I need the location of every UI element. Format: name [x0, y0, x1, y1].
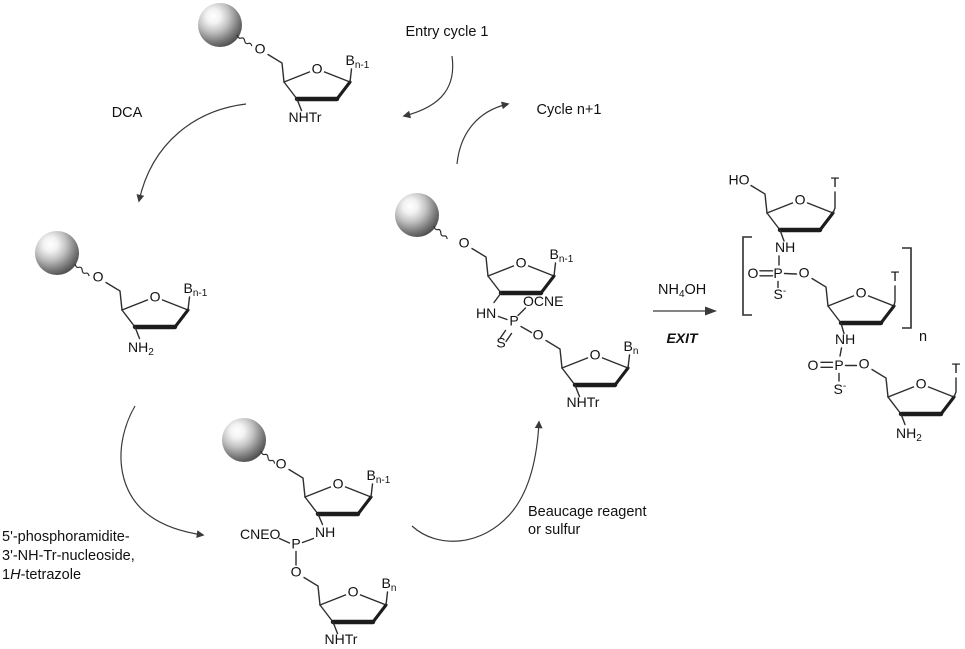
amide-nh-label: NH: [315, 524, 335, 540]
label-exit: EXIT: [666, 330, 699, 346]
ring-oxygen: O: [856, 285, 867, 301]
ring-oxygen: O: [333, 476, 344, 492]
tritylamine-label: NHTr: [325, 631, 358, 647]
thiolate-label: S-: [774, 286, 787, 302]
oxo-oxygen: O: [748, 265, 759, 281]
label-entry-cycle: Entry cycle 1: [406, 24, 489, 40]
svg-text:or sulfur: or sulfur: [528, 522, 581, 538]
arrow-entry: [402, 55, 454, 119]
linker-oxygen: O: [276, 456, 287, 472]
phosphate-oxygen: O: [799, 265, 810, 281]
structure-support-nucleoside-amine: O O Bn-1 NH2: [35, 231, 208, 358]
amine-label: NH2: [128, 339, 154, 358]
phosphoramidothioate-group-1: P O S-: [748, 255, 798, 302]
label-sulfurization-reagents: Beaucage reagent or sulfur: [528, 504, 647, 538]
repeat-count: n: [919, 329, 927, 345]
hydroxyl-label: HO: [729, 172, 750, 188]
thiolate-label: S-: [834, 381, 847, 397]
label-dca: DCA: [112, 105, 143, 121]
linker-oxygen: O: [255, 41, 266, 57]
structure-support-nucleoside-nhtr: O O Bn-1 NHTr: [198, 3, 370, 125]
ring-oxygen: O: [348, 584, 359, 600]
ring-oxygen: O: [590, 347, 601, 363]
arrow-exit: [653, 306, 717, 316]
amide-nh-label: NH: [775, 239, 795, 255]
base-label: T: [831, 174, 840, 190]
ring-oxygen: O: [516, 255, 527, 271]
arrow-detritylation-step: [136, 103, 247, 203]
phosphate-oxygen: O: [859, 356, 870, 372]
thiophosphate-group: P OCNE S: [496, 293, 563, 351]
base-label: Bn-1: [346, 52, 370, 71]
phosphorus-label: P: [291, 536, 300, 552]
amide-nh-label: NH: [835, 331, 855, 347]
phosphite-oxygen: O: [291, 564, 302, 580]
amine-label: NH2: [896, 425, 922, 444]
solid-support-bead: [395, 193, 439, 237]
ocne-label: OCNE: [523, 293, 563, 309]
svg-text:Beaucage reagent: Beaucage reagent: [528, 504, 647, 520]
phosphate-oxygen: O: [533, 327, 544, 343]
solid-support-bead: [198, 3, 242, 47]
linker-oxygen: O: [93, 269, 104, 285]
base-label: Bn-1: [367, 467, 391, 486]
tritylamine-label: NHTr: [567, 394, 600, 410]
ring-oxygen: O: [150, 289, 161, 305]
phosphorus-label: P: [773, 265, 782, 281]
phosphorus-label: P: [834, 357, 843, 373]
linker-oxygen: O: [459, 235, 470, 251]
base-label: T: [891, 268, 900, 284]
bracket-left: [742, 236, 752, 316]
structure-phosphoramidite-intermediate: O O Bn-1 NH CNEO P O O Bn NHTr: [222, 418, 396, 647]
ring-oxygen: O: [795, 192, 806, 208]
arrow-coupling-step: [120, 405, 205, 538]
label-nh4oh: NH4OH: [658, 282, 706, 300]
label-cycle-next: Cycle n+1: [537, 102, 602, 118]
base-label: Bn: [382, 575, 397, 594]
sulfur-label: S: [496, 335, 505, 351]
phosphite-group: CNEO P: [240, 526, 315, 566]
phosphorus-label: P: [509, 313, 518, 329]
bracket-right: [902, 247, 912, 329]
ring-oxygen: O: [312, 61, 323, 77]
cyanoethoxy-label: CNEO: [240, 526, 281, 542]
ring-oxygen: O: [916, 376, 927, 392]
amide-hn-label: HN: [476, 305, 496, 321]
svg-text:5'-phosphoramidite-: 5'-phosphoramidite-: [2, 529, 130, 545]
solid-support-bead: [222, 418, 266, 462]
base-label: Bn: [624, 338, 639, 357]
arrow-sulfurization-step: [411, 420, 543, 542]
structure-thiophosphoramidate-intermediate: O O Bn-1 HN P OCNE S O O Bn NHTr: [395, 193, 638, 410]
oxo-oxygen: O: [808, 357, 819, 373]
base-label: Bn-1: [550, 246, 574, 265]
solid-support-bead: [35, 231, 79, 275]
structure-product-oligonucleotide: HO O T NH n P O S- O O T NH: [729, 172, 961, 445]
base-label: Bn-1: [184, 280, 208, 299]
svg-text:1H-tetrazole: 1H-tetrazole: [2, 567, 81, 583]
svg-text:3'-NH-Tr-nucleoside,: 3'-NH-Tr-nucleoside,: [2, 548, 135, 564]
phosphoramidothioate-group-2: P O S-: [808, 347, 858, 397]
label-coupling-reagents: 5'-phosphoramidite- 3'-NH-Tr-nucleoside,…: [2, 529, 135, 583]
tritylamine-label: NHTr: [289, 109, 322, 125]
arrow-cycle-next: [456, 101, 510, 165]
base-label: T: [952, 360, 961, 376]
